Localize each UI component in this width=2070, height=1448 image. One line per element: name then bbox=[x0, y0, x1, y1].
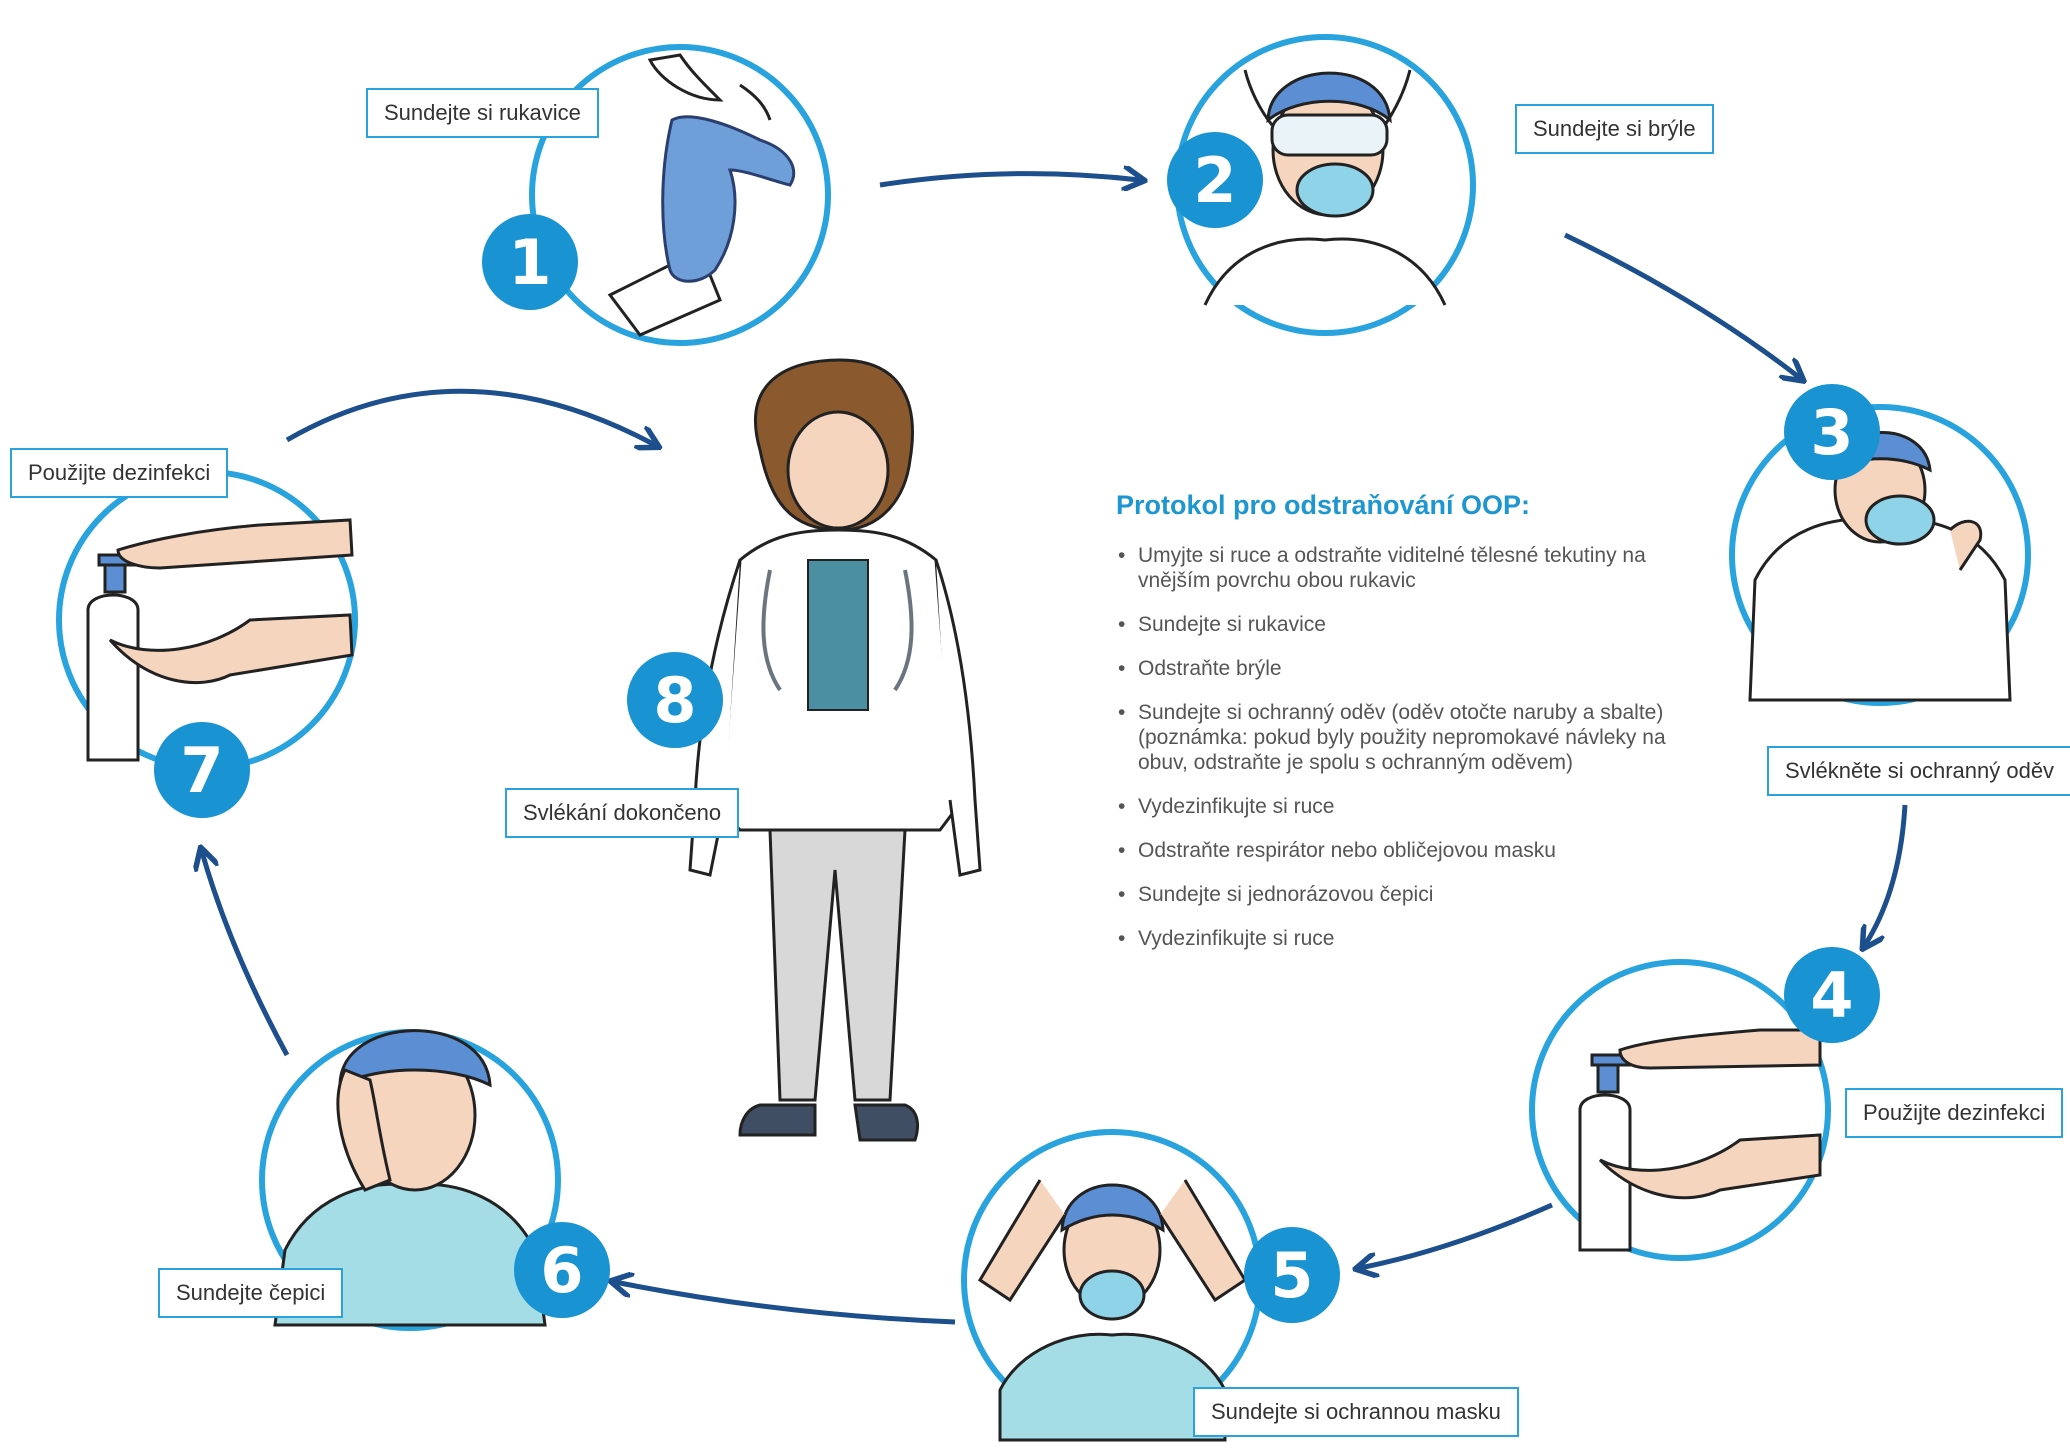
cap-icon bbox=[1266, 71, 1392, 124]
protocol-item: Umyjte si ruce a odstraňte viditelné těl… bbox=[1116, 543, 1676, 593]
step-7-illustration bbox=[56, 469, 358, 771]
protocol-item: Sundejte si ochranný oděv (oděv otočte n… bbox=[1116, 700, 1676, 775]
step-5-illustration bbox=[961, 1129, 1263, 1442]
arrow-6-to-7 bbox=[202, 852, 290, 1057]
svg-text:2: 2 bbox=[1193, 144, 1236, 217]
step-4-label: Použijte dezinfekci bbox=[1845, 1088, 2064, 1138]
lower-hand bbox=[108, 613, 354, 685]
arrow-2-to-3 bbox=[1563, 232, 1800, 378]
mask-icon bbox=[1078, 1269, 1146, 1321]
left-hand bbox=[336, 1068, 392, 1192]
step-7-label: Použijte dezinfekci bbox=[10, 448, 229, 498]
arrow-5-to-6 bbox=[615, 1282, 956, 1325]
mask-icon bbox=[1295, 162, 1375, 218]
flow-arrows bbox=[202, 174, 1908, 1325]
gown bbox=[1203, 237, 1447, 306]
mask-icon bbox=[1864, 494, 1936, 546]
shirt bbox=[998, 1332, 1227, 1442]
sanitizer-bottle-icon bbox=[86, 593, 140, 762]
step-3-number-badge: 3 bbox=[1784, 384, 1880, 480]
step-7-number-badge: 7 bbox=[154, 722, 250, 818]
protocol-item: Sundejte si rukavice bbox=[1116, 612, 1676, 637]
step-6-label: Sundejte čepici bbox=[158, 1268, 344, 1318]
stethoscope-icon bbox=[761, 569, 914, 692]
protocol-item: Vydezinfikujte si ruce bbox=[1116, 794, 1676, 819]
protocol-item: Odstraňte brýle bbox=[1116, 656, 1676, 681]
arrow-1-to-2 bbox=[879, 174, 1140, 185]
svg-text:4: 4 bbox=[1810, 959, 1853, 1032]
svg-text:7: 7 bbox=[180, 734, 223, 807]
upper-hand bbox=[116, 518, 354, 570]
goggles-icon bbox=[1270, 113, 1389, 157]
protocol-item: Odstraňte respirátor nebo obličejovou ma… bbox=[1116, 838, 1676, 863]
doctor-illustration bbox=[688, 358, 982, 1142]
arrow-3-to-4 bbox=[1865, 804, 1908, 945]
step-1-number-badge: 1 bbox=[482, 214, 578, 310]
number-badges: 1 2 3 4 5 6 7 8 bbox=[154, 132, 1880, 1323]
glove-icon bbox=[661, 115, 796, 283]
arrow-4-to-5 bbox=[1360, 1202, 1554, 1268]
top bbox=[807, 559, 869, 711]
protocol-panel: Protokol pro odstraňování OOP: Umyjte si… bbox=[1116, 490, 1676, 970]
step-1-illustration bbox=[529, 44, 831, 346]
svg-text:8: 8 bbox=[653, 664, 696, 737]
step-6-illustration bbox=[259, 1029, 561, 1331]
step-2-number-badge: 2 bbox=[1167, 132, 1263, 228]
svg-text:6: 6 bbox=[540, 1234, 583, 1307]
cap-icon bbox=[338, 1029, 492, 1088]
right-shoe bbox=[853, 1103, 919, 1142]
arrow-7-to-8 bbox=[285, 388, 655, 445]
lower-hand bbox=[1598, 1133, 1822, 1200]
step-8-label: Svlékání dokončeno bbox=[505, 788, 740, 838]
right-arm bbox=[934, 559, 982, 877]
step-2-label: Sundejte si brýle bbox=[1515, 104, 1714, 154]
svg-text:3: 3 bbox=[1810, 396, 1853, 469]
protocol-item: Sundejte si jednorázovou čepici bbox=[1116, 882, 1676, 907]
step-1-label: Sundejte si rukavice bbox=[366, 88, 599, 138]
step-5-number-badge: 5 bbox=[1244, 1227, 1340, 1323]
step-8-number-badge: 8 bbox=[627, 652, 723, 748]
trousers bbox=[768, 828, 907, 1102]
step-4-illustration bbox=[1529, 959, 1831, 1261]
motion-arrow bbox=[739, 83, 772, 121]
step-4-number-badge: 4 bbox=[1784, 947, 1880, 1043]
step-5-label: Sundejte si ochrannou masku bbox=[1193, 1387, 1519, 1437]
upper-hand bbox=[1618, 1028, 1822, 1070]
svg-text:1: 1 bbox=[508, 226, 551, 299]
step-3-label: Svlékněte si ochranný oděv bbox=[1767, 746, 2070, 796]
svg-text:5: 5 bbox=[1270, 1239, 1313, 1312]
protocol-item: Vydezinfikujte si ruce bbox=[1116, 926, 1676, 951]
protocol-title: Protokol pro odstraňování OOP: bbox=[1116, 490, 1531, 520]
left-shoe bbox=[738, 1103, 817, 1137]
face bbox=[786, 410, 890, 530]
step-3-illustration bbox=[1729, 404, 2031, 706]
protocol-list: Umyjte si ruce a odstraňte viditelné těl… bbox=[1116, 543, 1676, 951]
step-2-illustration bbox=[1174, 34, 1476, 336]
step-6-number-badge: 6 bbox=[514, 1222, 610, 1318]
